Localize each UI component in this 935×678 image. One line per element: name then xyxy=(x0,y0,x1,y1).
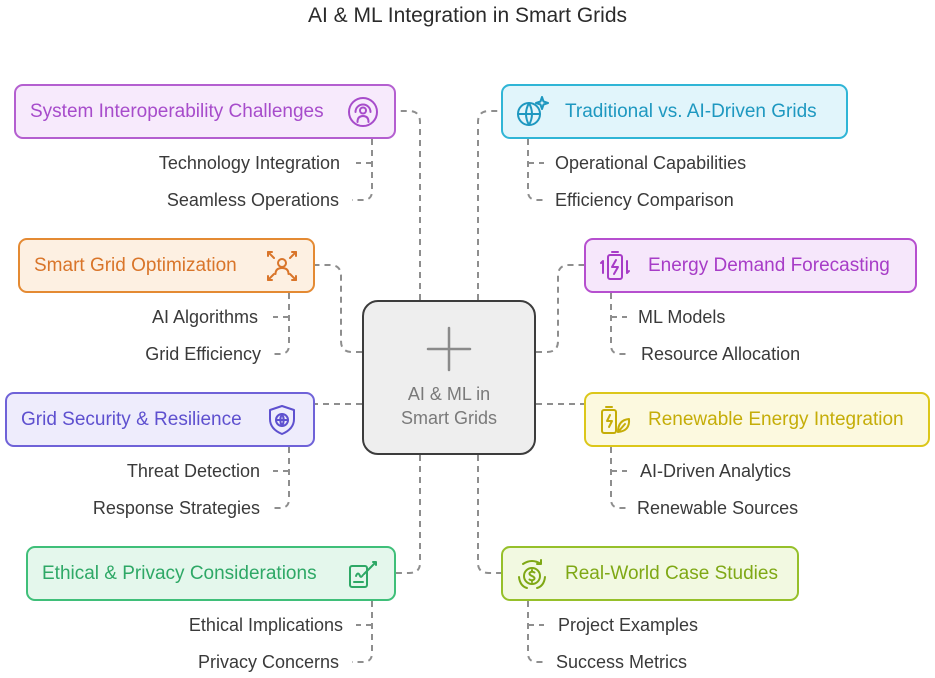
signed-document-icon xyxy=(349,560,377,588)
bracket-energy-demand xyxy=(610,293,630,355)
center-node: AI & ML in Smart Grids xyxy=(362,300,536,455)
topic-traditional-vs-ai: Traditional vs. AI-Driven Grids xyxy=(501,84,848,139)
topic-label: Grid Security & Resilience xyxy=(21,408,242,430)
sub-success-metrics: Success Metrics xyxy=(556,652,688,672)
topic-system-interoperability: System Interoperability Challenges xyxy=(14,84,396,139)
topic-grid-security: Grid Security & Resilience xyxy=(5,392,315,447)
bracket-grid-security xyxy=(270,447,290,509)
connector-system-interoperability xyxy=(396,110,421,300)
sub-operational-capabilities: Operational Capabilities xyxy=(555,153,747,173)
sub-ml-models: ML Models xyxy=(638,307,726,327)
signal-person-icon xyxy=(348,96,378,127)
bracket-renewable-integration xyxy=(610,447,630,509)
diagram-title: AI & ML Integration in Smart Grids xyxy=(307,4,627,27)
bracket-case-studies xyxy=(527,601,547,663)
center-label-line1: AI & ML in xyxy=(407,384,491,404)
connector-traditional-vs-ai xyxy=(477,110,501,300)
sub-ethical-implications: Ethical Implications xyxy=(188,615,343,635)
sub-renewable-sources: Renewable Sources xyxy=(637,498,799,518)
topic-case-studies: Real-World Case Studies xyxy=(501,546,799,601)
sub-grid-efficiency: Grid Efficiency xyxy=(145,344,261,364)
topic-label: Smart Grid Optimization xyxy=(34,254,237,276)
battery-cycle-icon xyxy=(600,250,630,280)
bracket-system-interoperability xyxy=(352,139,373,201)
bracket-traditional-vs-ai xyxy=(527,139,547,201)
topic-label: Energy Demand Forecasting xyxy=(648,254,890,276)
topic-ethical-privacy: Ethical & Privacy Considerations xyxy=(26,546,396,601)
globe-sparkle-icon xyxy=(517,95,549,126)
topic-label: Renewable Energy Integration xyxy=(648,408,904,430)
topic-label: Real-World Case Studies xyxy=(565,562,778,584)
topic-energy-demand: Energy Demand Forecasting xyxy=(584,238,917,293)
sub-response-strategies: Response Strategies xyxy=(92,498,260,518)
center-label-line2: Smart Grids xyxy=(400,408,497,428)
sub-technology-integration: Technology Integration xyxy=(158,153,340,173)
connector-energy-demand xyxy=(536,264,584,353)
connector-smart-grid-optimization xyxy=(315,264,362,353)
topic-label: Ethical & Privacy Considerations xyxy=(42,562,317,584)
plus-icon xyxy=(426,326,472,372)
sub-resource-allocation: Resource Allocation xyxy=(641,344,801,364)
bracket-smart-grid-optimization xyxy=(270,293,290,355)
shield-globe-icon xyxy=(269,404,295,435)
sub-threat-detection: Threat Detection xyxy=(126,461,260,481)
sub-efficiency-comparison: Efficiency Comparison xyxy=(555,190,734,210)
topic-label: System Interoperability Challenges xyxy=(30,100,324,122)
center-label: AI & ML in Smart Grids xyxy=(364,382,534,430)
connector-case-studies xyxy=(477,455,501,574)
sub-ai-algorithms: AI Algorithms xyxy=(151,307,258,327)
topic-renewable-integration: Renewable Energy Integration xyxy=(584,392,930,447)
topic-label: Traditional vs. AI-Driven Grids xyxy=(565,100,817,122)
dollar-cycle-icon xyxy=(518,558,546,589)
sub-privacy-concerns: Privacy Concerns xyxy=(197,652,339,672)
battery-leaf-icon xyxy=(601,405,631,434)
bracket-ethical-privacy xyxy=(352,601,373,663)
topic-smart-grid-optimization: Smart Grid Optimization xyxy=(18,238,315,293)
connector-ethical-privacy xyxy=(396,455,421,574)
sub-project-examples: Project Examples xyxy=(558,615,699,635)
sub-ai-driven-analytics: AI-Driven Analytics xyxy=(640,461,792,481)
network-user-icon xyxy=(267,250,297,281)
sub-seamless-operations: Seamless Operations xyxy=(166,190,339,210)
